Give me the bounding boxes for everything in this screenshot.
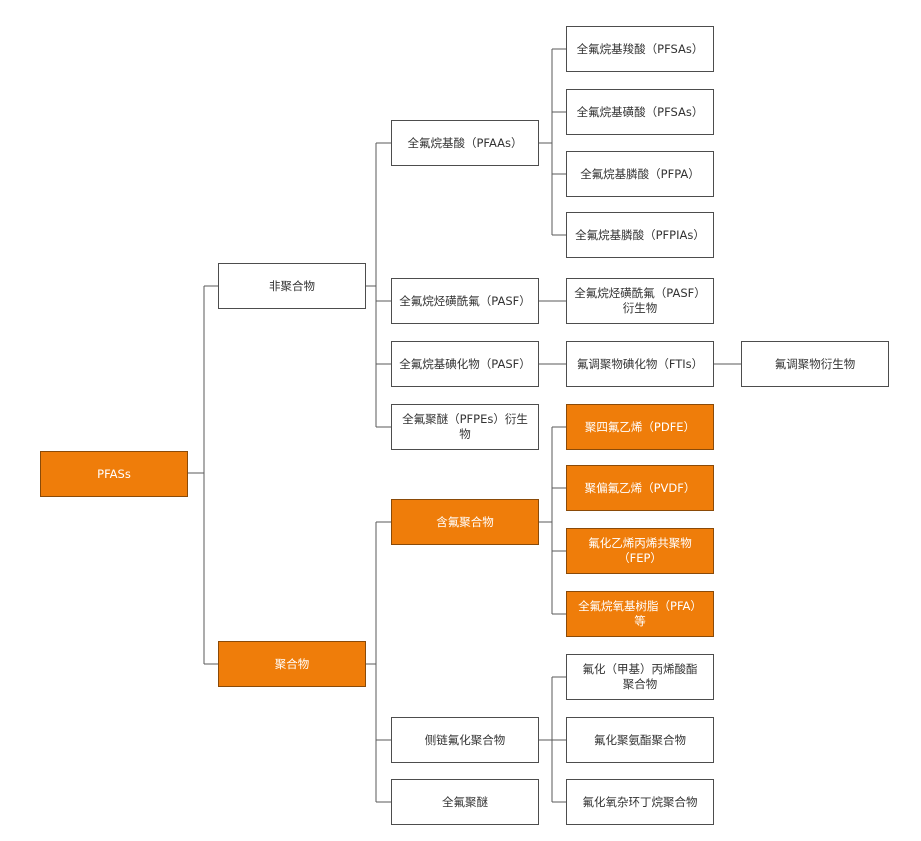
connector-polymer	[366, 521, 391, 803]
node-side-chain-label: 侧链氟化聚合物	[424, 732, 506, 747]
node-ftis: 氟调聚物碘化物（FTIs）	[566, 341, 714, 387]
node-pfpias: 全氟烷基膦酸（PFPIAs）	[566, 212, 714, 258]
node-iodide-label: 全氟烷基碘化物（PASF）	[399, 356, 531, 371]
node-fluoro-polymer-label: 含氟聚合物	[436, 514, 494, 529]
connector-non-polymer	[366, 142, 391, 428]
node-pfsas: 全氟烷基磺酸（PFSAs）	[566, 89, 714, 135]
node-urethane: 氟化聚氨酯聚合物	[566, 717, 714, 763]
node-fluoro-polymer: 含氟聚合物	[391, 499, 539, 545]
node-pasf-label: 全氟烷烃磺酰氟（PASF）	[399, 293, 531, 308]
node-pvdf: 聚偏氟乙烯（PVDF）	[566, 465, 714, 511]
node-pfcas: 全氟烷基羧酸（PFSAs）	[566, 26, 714, 72]
node-oxetane-label: 氟化氧杂环丁烷聚合物	[582, 794, 698, 809]
node-pfaas-label: 全氟烷基酸（PFAAs）	[407, 135, 523, 150]
node-non-polymer-label: 非聚合物	[269, 278, 315, 293]
node-non-polymer: 非聚合物	[218, 263, 366, 309]
node-pasf-derivative-label: 全氟烷烃磺酰氟（PASF） 衍生物	[574, 286, 706, 315]
node-pvdf-label: 聚偏氟乙烯（PVDF）	[584, 480, 696, 495]
connector-pfass	[188, 285, 218, 665]
node-pfpias-label: 全氟烷基膦酸（PFPIAs）	[575, 227, 705, 242]
connector-pfaas	[539, 48, 566, 236]
node-polymer-label: 聚合物	[274, 656, 310, 671]
connector-fluoro-polymer	[539, 426, 566, 615]
node-ft-derivative-label: 氟调聚物衍生物	[774, 356, 856, 371]
node-pasf: 全氟烷烃磺酰氟（PASF）	[391, 278, 539, 324]
node-pfpe-label: 全氟聚醚	[442, 794, 488, 809]
node-pasf-derivative: 全氟烷烃磺酰氟（PASF） 衍生物	[566, 278, 714, 324]
node-oxetane: 氟化氧杂环丁烷聚合物	[566, 779, 714, 825]
node-polymer: 聚合物	[218, 641, 366, 687]
node-fep-label: 氟化乙烯丙烯共聚物 （FEP）	[588, 536, 692, 565]
node-pdfe-label: 聚四氟乙烯（PDFE）	[584, 419, 696, 434]
node-pfass: PFASs	[40, 451, 188, 497]
node-pfpe-derivative: 全氟聚醚（PFPEs）衍生物	[391, 404, 539, 450]
node-pfsas-label: 全氟烷基磺酸（PFSAs）	[576, 104, 704, 119]
node-pfpe: 全氟聚醚	[391, 779, 539, 825]
node-pfaas: 全氟烷基酸（PFAAs）	[391, 120, 539, 166]
node-pfa-label: 全氟烷氧基树脂（PFA） 等	[578, 599, 702, 628]
node-pfpa-label: 全氟烷基膦酸（PFPA）	[580, 166, 700, 181]
node-ft-derivative: 氟调聚物衍生物	[741, 341, 889, 387]
node-pfass-label: PFASs	[97, 466, 131, 481]
node-urethane-label: 氟化聚氨酯聚合物	[594, 732, 686, 747]
node-pfa: 全氟烷氧基树脂（PFA） 等	[566, 591, 714, 637]
node-iodide: 全氟烷基碘化物（PASF）	[391, 341, 539, 387]
node-pfpa: 全氟烷基膦酸（PFPA）	[566, 151, 714, 197]
node-pfpe-derivative-label: 全氟聚醚（PFPEs）衍生物	[402, 412, 528, 441]
node-side-chain: 侧链氟化聚合物	[391, 717, 539, 763]
node-acrylate: 氟化（甲基）丙烯酸酯 聚合物	[566, 654, 714, 700]
connector-side-chain	[539, 676, 566, 803]
node-pfcas-label: 全氟烷基羧酸（PFSAs）	[576, 41, 704, 56]
node-pdfe: 聚四氟乙烯（PDFE）	[566, 404, 714, 450]
node-acrylate-label: 氟化（甲基）丙烯酸酯 聚合物	[582, 662, 698, 691]
node-ftis-label: 氟调聚物碘化物（FTIs）	[576, 356, 704, 371]
node-fep: 氟化乙烯丙烯共聚物 （FEP）	[566, 528, 714, 574]
